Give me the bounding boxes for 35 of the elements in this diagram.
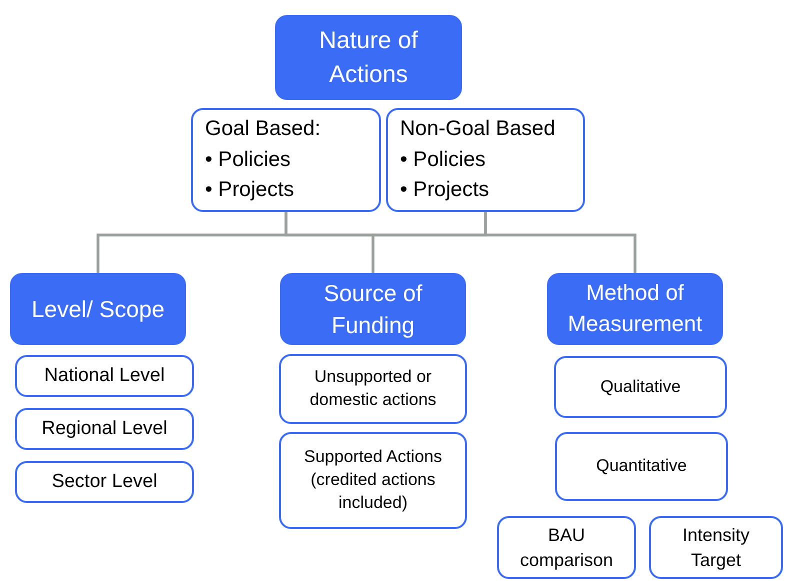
bullet-item: • Policies (205, 146, 291, 173)
category-option-box (386, 108, 585, 212)
box-text: National Level (44, 364, 165, 388)
bullet-item: • Projects (205, 177, 294, 204)
category-header-box (547, 273, 723, 345)
category-option-box (555, 432, 728, 501)
category-option-box (649, 516, 783, 579)
box-text: Sector Level (52, 470, 158, 494)
box-text: Nature of Actions (318, 26, 419, 90)
box-text: Quantitative (596, 455, 687, 478)
category-header-box (275, 15, 462, 100)
category-option-box (191, 108, 381, 212)
category-option-box (15, 408, 194, 450)
category-header-box (10, 273, 186, 345)
box-text: Unsupported or domestic actions (308, 366, 438, 411)
category-heading: Non-Goal Based (400, 116, 556, 142)
bullet-item: • Projects (400, 177, 490, 204)
category-option-box (279, 432, 467, 529)
box-text: Qualitative (600, 376, 681, 398)
category-option-box (279, 354, 467, 424)
connector-line (484, 212, 636, 273)
category-heading: Goal Based: (205, 116, 321, 142)
box-text: Intensity Target (681, 524, 751, 572)
box-text: Level/ Scope (32, 294, 164, 324)
category-option-box (15, 461, 194, 503)
box-text: Supported Actions (credited actions included) (303, 446, 443, 514)
bullet-item: • Policies (400, 146, 486, 173)
category-option-box (15, 355, 194, 397)
category-header-box (280, 273, 466, 345)
box-text: Source of Funding (322, 278, 424, 340)
box-text: BAU comparison (518, 524, 614, 572)
box-text: Method of Measurement (566, 279, 704, 338)
category-option-box (554, 356, 727, 418)
category-option-box (497, 516, 636, 579)
box-text: Regional Level (42, 417, 168, 442)
